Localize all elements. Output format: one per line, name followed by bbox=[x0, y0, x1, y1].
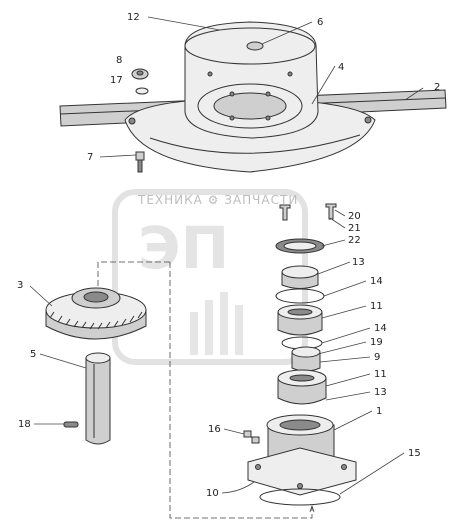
callout-15: 15 bbox=[408, 448, 421, 459]
watermark-wheat-icon bbox=[190, 292, 243, 355]
callout-13-bottom: 13 bbox=[374, 387, 387, 398]
callout-13-top: 13 bbox=[352, 257, 365, 268]
spring-ring-19 bbox=[291, 346, 321, 372]
callout-10: 10 bbox=[206, 488, 219, 499]
bearing-11-top bbox=[277, 304, 323, 336]
callout-11-top: 11 bbox=[370, 301, 383, 312]
spacer-14-top bbox=[275, 288, 325, 304]
gear-3 bbox=[45, 287, 147, 340]
callout-17: 17 bbox=[110, 75, 123, 86]
watermark-company-line: ТЕХНИКА ⚙ ЗАПЧАСТИ bbox=[137, 193, 298, 207]
callout-7: 7 bbox=[87, 152, 93, 163]
assembly-path bbox=[97, 261, 313, 519]
callout-6: 6 bbox=[317, 17, 323, 28]
bolt-7 bbox=[135, 151, 145, 173]
leader-lines bbox=[29, 16, 424, 495]
watermark-letters: ЭП bbox=[138, 214, 229, 282]
bolts-16 bbox=[243, 430, 260, 444]
bearing-housing-1 bbox=[247, 414, 357, 496]
screws-20-21 bbox=[279, 203, 337, 221]
washer-17 bbox=[135, 87, 149, 95]
callout-5: 5 bbox=[30, 349, 36, 360]
shaft-5 bbox=[85, 352, 111, 445]
callout-19: 19 bbox=[370, 337, 383, 348]
callout-18: 18 bbox=[18, 419, 31, 430]
callout-9: 9 bbox=[374, 352, 380, 363]
callout-4: 4 bbox=[338, 62, 344, 73]
gasket-15 bbox=[259, 488, 341, 506]
snap-ring-22 bbox=[275, 238, 325, 254]
callout-8: 8 bbox=[116, 55, 122, 66]
callout-20: 20 bbox=[348, 211, 361, 222]
nut-8 bbox=[131, 68, 149, 80]
callout-16: 16 bbox=[208, 424, 221, 435]
seal-13-top bbox=[281, 265, 319, 289]
callout-1: 1 bbox=[376, 406, 382, 417]
watermark: ЭП ТЕХНИКА ⚙ ЗАПЧАСТИ bbox=[112, 189, 308, 365]
key-18 bbox=[63, 421, 79, 428]
callout-22: 22 bbox=[348, 235, 361, 246]
callouts: 12 6 8 4 17 2 7 20 21 22 13 3 14 11 14 1… bbox=[17, 12, 440, 499]
callout-12: 12 bbox=[127, 12, 140, 23]
callout-14-top: 14 bbox=[370, 276, 383, 287]
bearing-11-bottom bbox=[277, 369, 327, 405]
callout-21: 21 bbox=[348, 223, 361, 234]
callout-11-bottom: 11 bbox=[374, 369, 387, 380]
plug-6 bbox=[246, 41, 264, 51]
callout-14-bottom: 14 bbox=[374, 323, 387, 334]
callout-3: 3 bbox=[17, 280, 23, 291]
callout-2: 2 bbox=[434, 82, 440, 93]
housing-dome bbox=[184, 21, 319, 139]
